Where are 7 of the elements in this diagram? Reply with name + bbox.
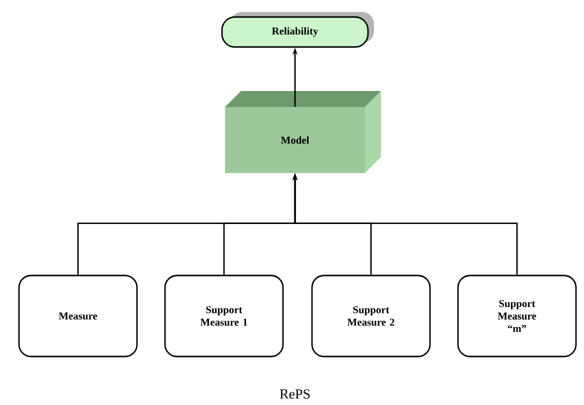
rounded-box: Support Measure 1: [164, 274, 284, 358]
rounded-box: Support Measure 2: [311, 274, 431, 358]
caption: RePS: [280, 389, 310, 399]
rounded-box: Measure: [18, 274, 138, 358]
rounded-box: Support Measure “m”: [457, 274, 577, 358]
block-drawing: Model: [225, 91, 381, 173]
rounded-box: Reliability: [221, 12, 374, 48]
